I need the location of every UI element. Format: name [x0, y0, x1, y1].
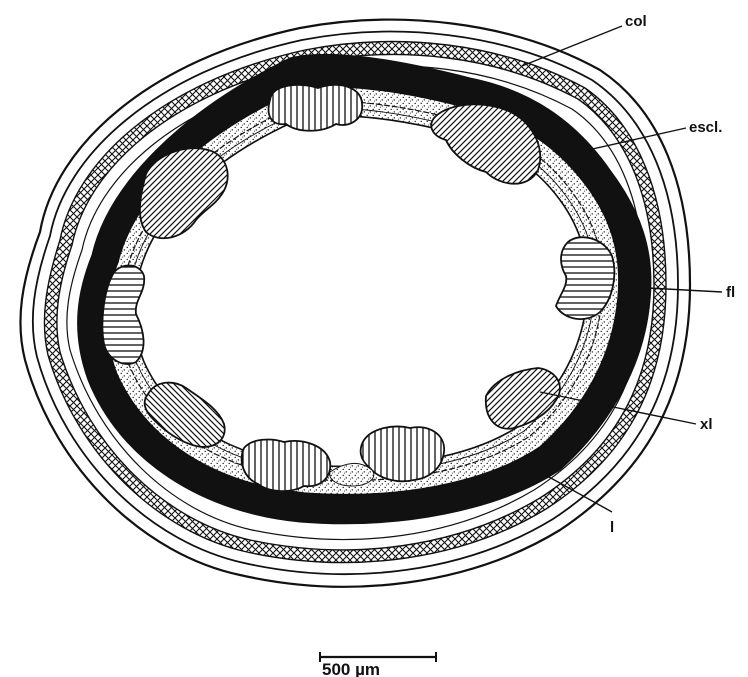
label-escl: escl.: [689, 119, 722, 136]
xylem-bundle-bottom-1: [242, 440, 331, 492]
xylem-bundle-top: [269, 85, 363, 131]
label-xl: xl: [700, 416, 713, 433]
label-col: col: [625, 13, 647, 30]
scale-bar-label: 500 µm: [322, 660, 380, 677]
scale-bar: 500 µm: [320, 652, 436, 677]
label-l: l: [610, 519, 614, 536]
label-fl: fl: [726, 284, 735, 301]
